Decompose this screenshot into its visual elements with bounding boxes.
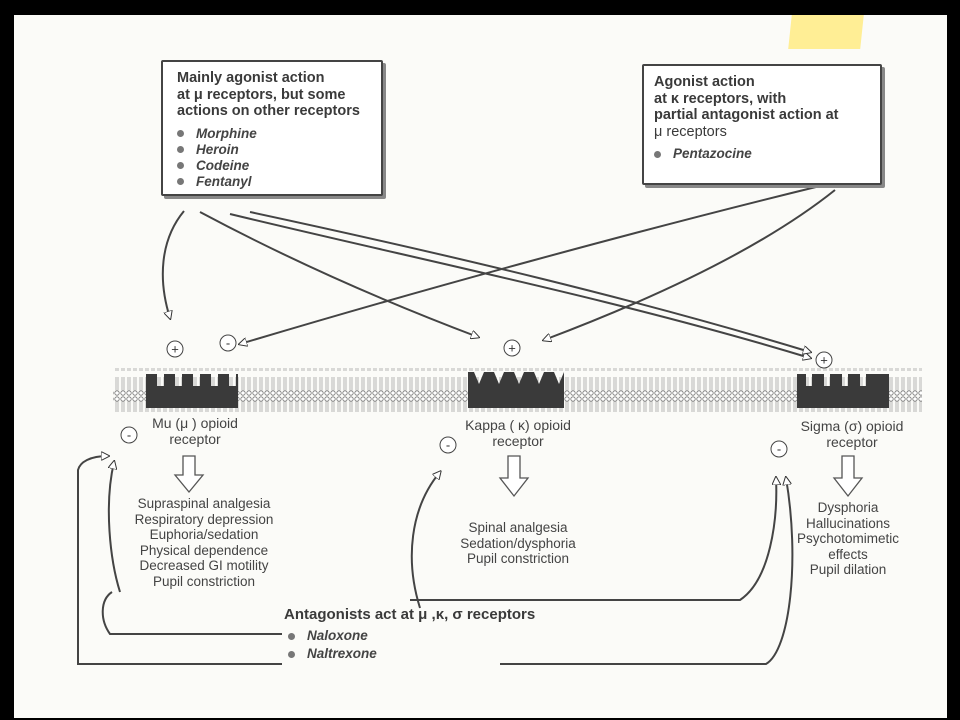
effect-arrows xyxy=(173,455,864,498)
svg-text:-: - xyxy=(777,442,781,457)
effect-item: Physical dependence xyxy=(139,542,269,558)
kappa-agonist-box: Agonist action at κ receptors, with part… xyxy=(642,64,882,185)
title-line: Mainly agonist action xyxy=(177,70,325,86)
mu-minus-sign-top: - xyxy=(219,334,237,352)
antagonist-arrows xyxy=(77,456,794,665)
effect-item: Spinal analgesia xyxy=(468,520,568,535)
title-line: actions on other receptors xyxy=(177,103,360,119)
sigma-minus-sign: - xyxy=(770,440,788,458)
drug-item: Naltrexone xyxy=(288,645,535,663)
effect-item: Pupil dilation xyxy=(809,562,887,577)
antagonists-title: Antagonists act at μ ,κ, σ receptors xyxy=(284,606,536,623)
kappa-receptor-shape xyxy=(468,372,564,408)
drug-item: Naloxone xyxy=(288,627,535,645)
title-line: partial antagonist action at xyxy=(654,107,839,123)
antagonists-section: Antagonists act at μ ,κ, σ receptors Nal… xyxy=(284,606,535,663)
effect-item: Respiratory depression xyxy=(134,511,274,527)
drug-item: Fentanyl xyxy=(177,174,371,190)
kappa-agonist-box-title: Agonist action at κ receptors, with part… xyxy=(654,74,872,140)
svg-text:-: - xyxy=(446,438,450,453)
drug-item: Morphine xyxy=(177,126,371,142)
bullet-icon xyxy=(288,632,295,640)
svg-text:+: + xyxy=(508,341,516,356)
bullet-icon xyxy=(177,130,184,137)
effect-item: Euphoria/sedation xyxy=(149,527,259,542)
title-line: Agonist action xyxy=(654,74,755,90)
effect-item: Pupil constriction xyxy=(466,551,570,566)
mu-agonist-drug-list: Morphine Heroin Codeine Fentanyl xyxy=(177,126,371,190)
title-line: μ receptors xyxy=(654,123,727,140)
effect-item: Supraspinal analgesia xyxy=(137,496,271,511)
kappa-minus-sign: - xyxy=(439,436,457,454)
bullet-icon xyxy=(654,150,661,158)
sign-markers: + - + + - - - xyxy=(120,334,833,458)
effect-item: Pupil constriction xyxy=(152,573,256,589)
pentazocine-arrows xyxy=(240,185,836,344)
effect-item: Decreased GI motility xyxy=(139,558,269,573)
bullet-icon xyxy=(177,146,184,153)
agonist-arrows xyxy=(161,210,810,358)
mu-plus-sign: + xyxy=(166,340,184,358)
mu-receptor-shape xyxy=(146,374,238,408)
mu-agonist-box: Mainly agonist action at μ receptors, bu… xyxy=(161,60,383,196)
title-line: at κ receptors, with xyxy=(654,90,787,107)
mu-minus-sign: - xyxy=(120,426,138,444)
drug-item: Heroin xyxy=(177,142,371,158)
effect-item: Sedation/dysphoria xyxy=(460,535,576,551)
sigma-plus-sign: + xyxy=(815,351,833,369)
bullet-icon xyxy=(177,162,184,169)
effect-item: effects xyxy=(828,546,868,562)
effect-item: Hallucinations xyxy=(805,515,891,531)
svg-text:-: - xyxy=(226,336,230,351)
effect-item: Dysphoria xyxy=(817,500,879,515)
svg-text:+: + xyxy=(820,353,828,368)
mu-agonist-box-title: Mainly agonist action at μ receptors, bu… xyxy=(177,70,371,120)
effect-item: Psychotomimetic xyxy=(796,531,900,546)
bullet-icon xyxy=(288,650,295,658)
kappa-effects-list: Spinal analgesia Sedation/dysphoria Pupi… xyxy=(438,520,598,567)
kappa-plus-sign: + xyxy=(503,339,521,357)
kappa-agonist-drug-list: Pentazocine xyxy=(654,146,872,162)
drug-item: Codeine xyxy=(177,158,371,174)
svg-text:+: + xyxy=(171,342,179,357)
title-line: at μ receptors, but some xyxy=(177,86,346,103)
sigma-receptor-shape xyxy=(797,374,889,408)
mu-effects-list: Supraspinal analgesia Respiratory depres… xyxy=(104,496,304,589)
bullet-icon xyxy=(177,178,184,185)
antagonist-drug-list: Naloxone Naltrexone xyxy=(288,627,535,663)
drug-item: Pentazocine xyxy=(654,146,872,162)
svg-text:-: - xyxy=(127,428,131,443)
sigma-effects-list: Dysphoria Hallucinations Psychotomimetic… xyxy=(788,500,908,578)
